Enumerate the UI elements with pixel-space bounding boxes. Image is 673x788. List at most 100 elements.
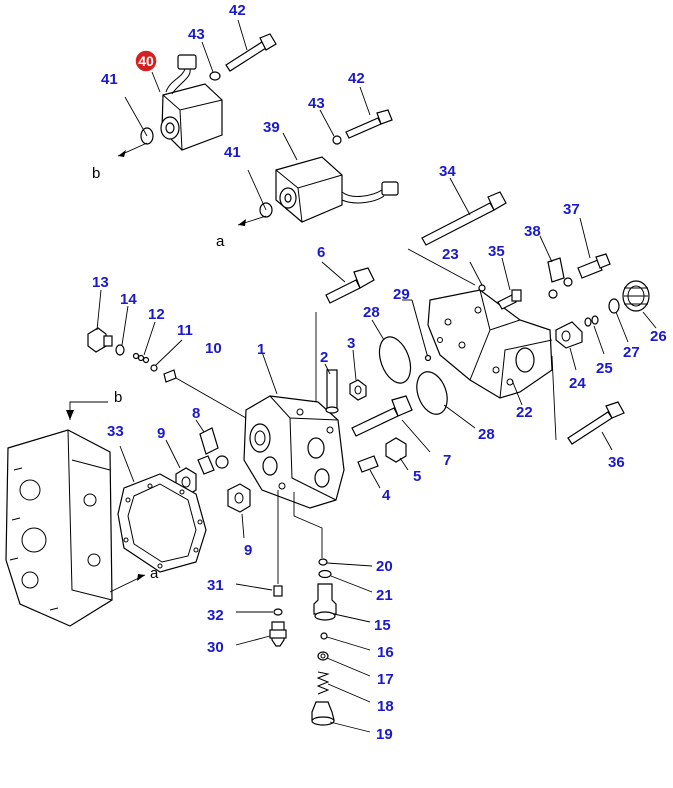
label-3: 3 (347, 335, 355, 352)
label-1: 1 (257, 341, 265, 358)
label-7: 7 (443, 452, 451, 469)
label-9-bottom: 9 (244, 542, 252, 559)
oring-21 (318, 569, 332, 579)
spring-18 (316, 671, 330, 695)
plug-30 (269, 621, 287, 647)
ball-16 (320, 632, 328, 640)
label-34: 34 (439, 163, 456, 180)
label-42-top: 42 (229, 2, 246, 19)
label-35: 35 (488, 243, 505, 260)
solenoid-39 (275, 156, 399, 223)
label-5: 5 (413, 468, 421, 485)
label-11: 11 (177, 322, 193, 339)
nut-5 (385, 437, 407, 463)
valve-body-1 (243, 395, 345, 509)
seat-17 (317, 651, 329, 661)
label-9-top: 9 (157, 425, 165, 442)
label-19: 19 (376, 726, 393, 743)
callout-b-left: b (114, 389, 122, 406)
bolt-6 (325, 267, 375, 304)
pin-29 (411, 299, 429, 359)
label-17: 17 (377, 671, 394, 688)
label-36: 36 (608, 454, 625, 471)
cover-22 (427, 289, 553, 399)
label-15: 15 (374, 617, 391, 634)
oring-28-top (378, 336, 412, 384)
oring-14 (115, 344, 125, 356)
plug-37 (577, 253, 611, 279)
label-25: 25 (596, 360, 613, 377)
label-42-mid: 42 (348, 70, 365, 87)
gasket-33 (117, 473, 207, 573)
label-28-top: 28 (363, 304, 380, 321)
label-37: 37 (563, 201, 580, 218)
highlight-badge-40[interactable]: 40 (134, 49, 158, 73)
label-27: 27 (623, 344, 640, 361)
fitting-24 (555, 321, 583, 349)
bolt-7 (351, 395, 413, 437)
part-labels: 1 2 3 4 5 6 7 8 9 9 10 11 12 13 14 15 16… (92, 2, 667, 743)
label-8: 8 (192, 405, 200, 422)
label-29: 29 (393, 286, 410, 303)
label-16: 16 (377, 644, 394, 661)
plug-35 (497, 289, 522, 310)
label-23: 23 (442, 246, 459, 263)
transmission-housing (5, 429, 113, 627)
bracket-8 (197, 427, 229, 475)
callout-a-left: a (150, 565, 159, 582)
label-2: 2 (320, 349, 328, 366)
valve-15 (313, 583, 337, 621)
oring-32 (273, 608, 283, 616)
label-26: 26 (650, 328, 667, 345)
label-6: 6 (317, 244, 325, 261)
seal-27 (608, 298, 620, 314)
solenoid-40 (160, 54, 223, 151)
callout-a-mid: a (216, 233, 225, 250)
bolt-34 (421, 191, 507, 246)
plug-13 (87, 327, 113, 353)
label-13: 13 (92, 274, 109, 291)
plug-19 (311, 701, 335, 726)
label-12: 12 (148, 306, 165, 323)
label-18: 18 (377, 698, 394, 715)
nut-9-bottom (227, 483, 251, 513)
bolt-42-top (225, 33, 277, 72)
pin-23 (478, 284, 486, 292)
label-22: 22 (516, 404, 533, 421)
oring-20 (318, 558, 328, 566)
label-4: 4 (382, 487, 391, 504)
pin-2 (325, 369, 339, 414)
label-31: 31 (207, 577, 224, 594)
label-39: 39 (263, 119, 280, 136)
label-28-bottom: 28 (478, 426, 495, 443)
label-24: 24 (569, 375, 586, 392)
seat-10 (163, 369, 177, 383)
pin-4 (357, 455, 379, 473)
spring-12 (132, 352, 150, 364)
oring-28-bottom (416, 371, 448, 415)
label-10: 10 (205, 340, 222, 357)
label-43-mid: 43 (308, 95, 325, 112)
callout-b-top: b (92, 165, 100, 182)
cap-26 (622, 280, 650, 312)
label-21: 21 (376, 587, 393, 604)
oring-25 (584, 315, 599, 327)
label-41-top: 41 (101, 71, 118, 88)
label-43-top: 43 (188, 26, 205, 43)
washer-43-mid (332, 135, 342, 145)
bracket-38 (547, 257, 573, 299)
ball-11 (150, 364, 158, 372)
bolt-42-mid (345, 109, 393, 139)
label-40: 40 (138, 53, 154, 69)
label-41-mid: 41 (224, 144, 241, 161)
bolt-36 (567, 401, 625, 445)
label-20: 20 (376, 558, 393, 575)
washer-43-top (209, 71, 221, 81)
label-14: 14 (120, 291, 137, 308)
label-30: 30 (207, 639, 224, 656)
nut-3 (349, 379, 367, 401)
label-38: 38 (524, 223, 541, 240)
label-32: 32 (207, 607, 224, 624)
label-33: 33 (107, 423, 124, 440)
